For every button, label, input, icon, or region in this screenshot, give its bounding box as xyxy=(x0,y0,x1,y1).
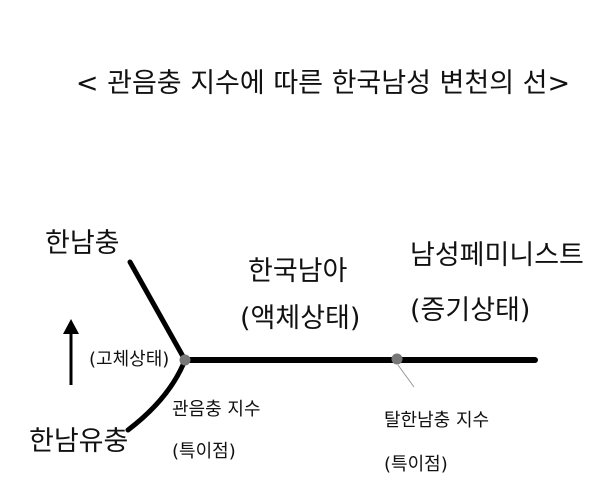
singularity-point-1 xyxy=(179,354,191,366)
gas-state-label: (증기상태) xyxy=(410,295,531,326)
singularity-2-sublabel: (특이점) xyxy=(384,454,448,475)
upper-branch-line xyxy=(127,259,188,363)
lower-branch-line xyxy=(125,357,188,433)
singularity-1-sublabel: (특이점) xyxy=(172,441,236,462)
singularity-1-label: 관음충 지수 xyxy=(172,399,261,420)
liquid-state-label: (액체상태) xyxy=(240,303,361,334)
gas-state-title: 남성페미니스트 xyxy=(410,240,584,271)
diagram-title: < 관음충 지수에 따른 한국남성 변천의 선> xyxy=(75,68,571,99)
upper-branch-label: 한남충 xyxy=(45,228,120,259)
singularity-2-label: 탈한남충 지수 xyxy=(384,410,490,431)
arrow-up-icon xyxy=(63,319,79,385)
solid-state-label: (고체상태) xyxy=(89,349,170,370)
lower-branch-label: 한남유충 xyxy=(29,426,129,457)
liquid-state-title: 한국남아 xyxy=(248,256,348,287)
singularity-point-2 xyxy=(391,353,403,365)
point2-pointer-line xyxy=(397,364,415,388)
